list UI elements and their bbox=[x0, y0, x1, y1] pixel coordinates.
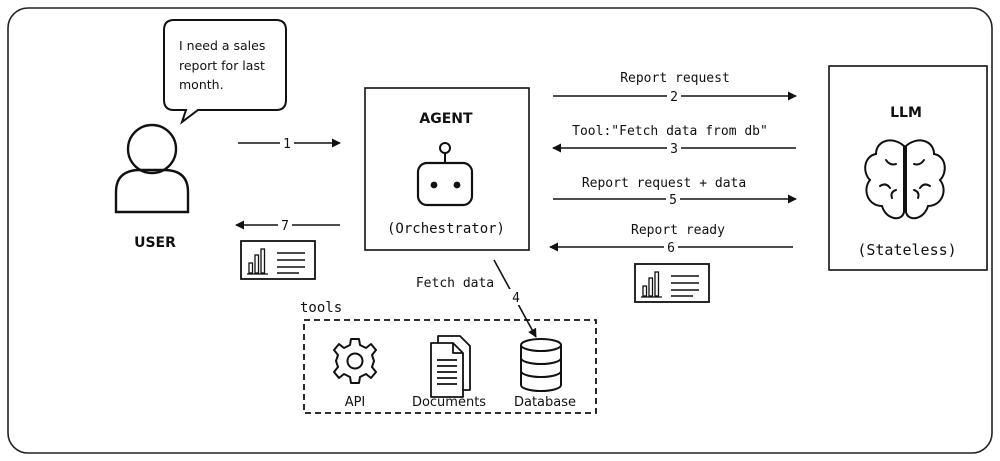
speech-line-2: report for last bbox=[179, 58, 265, 73]
flow-label-4: Fetch data bbox=[416, 276, 494, 291]
gear-icon bbox=[333, 338, 377, 384]
speech-bubble bbox=[163, 19, 287, 125]
agent-box bbox=[364, 87, 530, 251]
robot-icon bbox=[416, 142, 474, 207]
flow-label-6: Report ready bbox=[631, 223, 725, 238]
database-icon bbox=[520, 338, 562, 392]
flow-label-3: Tool:"Fetch data from db" bbox=[572, 124, 768, 139]
llm-title: LLM bbox=[890, 105, 922, 121]
flow-number-2: 2 bbox=[670, 90, 678, 105]
speech-line-3: month. bbox=[179, 77, 224, 92]
tools-title: tools bbox=[300, 300, 342, 316]
flow-number-5: 5 bbox=[669, 193, 677, 208]
tools-box bbox=[303, 319, 597, 414]
flow-number-4: 4 bbox=[512, 291, 520, 306]
flow-number-1: 1 bbox=[283, 137, 291, 152]
speech-text: I need a sales report for last month. bbox=[179, 38, 269, 92]
agent-subtitle: (Orchestrator) bbox=[387, 221, 505, 237]
report-card-icon bbox=[634, 263, 710, 303]
speech-line-1: I need a sales bbox=[179, 38, 265, 53]
user-figure-icon bbox=[114, 123, 190, 214]
flow-label-5: Report request + data bbox=[582, 176, 746, 191]
llm-box bbox=[828, 65, 988, 271]
flow-number-7: 7 bbox=[281, 219, 289, 234]
flow-label-2: Report request bbox=[620, 71, 730, 86]
tool-label-documents: Documents bbox=[412, 395, 486, 410]
brain-icon bbox=[864, 139, 946, 220]
tool-label-api: API bbox=[345, 395, 366, 410]
user-label: USER bbox=[134, 235, 176, 251]
report-card-icon bbox=[240, 240, 316, 280]
flow-number-3: 3 bbox=[670, 142, 678, 157]
agent-title: AGENT bbox=[419, 111, 473, 127]
documents-icon bbox=[430, 335, 471, 398]
llm-subtitle: (Stateless) bbox=[857, 241, 956, 259]
diagram-frame bbox=[7, 7, 993, 454]
tool-label-database: Database bbox=[514, 395, 576, 410]
flow-number-6: 6 bbox=[667, 241, 675, 256]
